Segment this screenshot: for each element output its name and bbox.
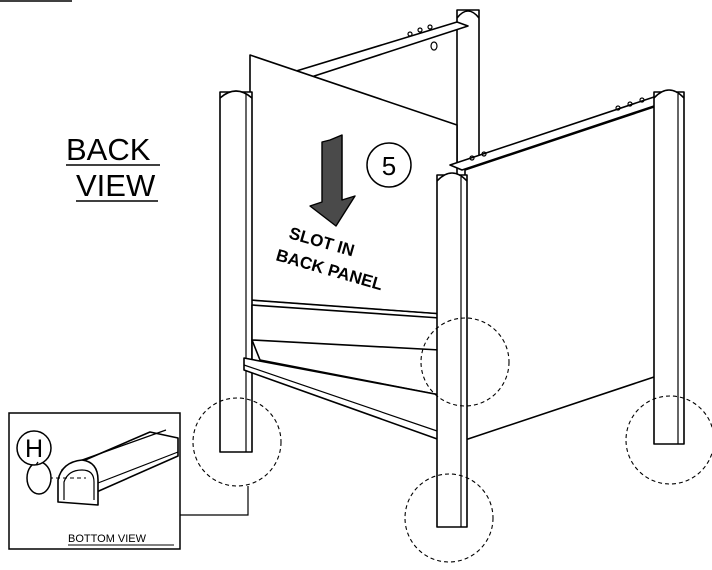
down-arrow-icon [309, 134, 356, 227]
step-number: 5 [382, 151, 396, 181]
step-number-badge: 5 [366, 142, 412, 188]
back-left-post [219, 90, 253, 453]
back-view-label-line1: BACK [66, 132, 151, 167]
part-h-badge [16, 430, 52, 466]
glide-foot [26, 461, 52, 495]
lower-cavity [251, 304, 441, 401]
detail-inset: H BOTTOM VIEW [8, 412, 181, 550]
back-view-label-line2: VIEW [76, 168, 156, 203]
rear-left-post [456, 9, 480, 166]
foot-circle-back-left [192, 397, 282, 487]
front-post [436, 172, 468, 528]
top-left-rail [292, 21, 469, 81]
part-h-letter: H [25, 435, 43, 463]
joint-circle-middle [420, 317, 510, 407]
detail-leader-line [180, 486, 249, 516]
foot-circle-front [404, 473, 494, 563]
back-right-post [653, 89, 685, 445]
bottom-view-caption: BOTTOM VIEW [68, 533, 147, 545]
